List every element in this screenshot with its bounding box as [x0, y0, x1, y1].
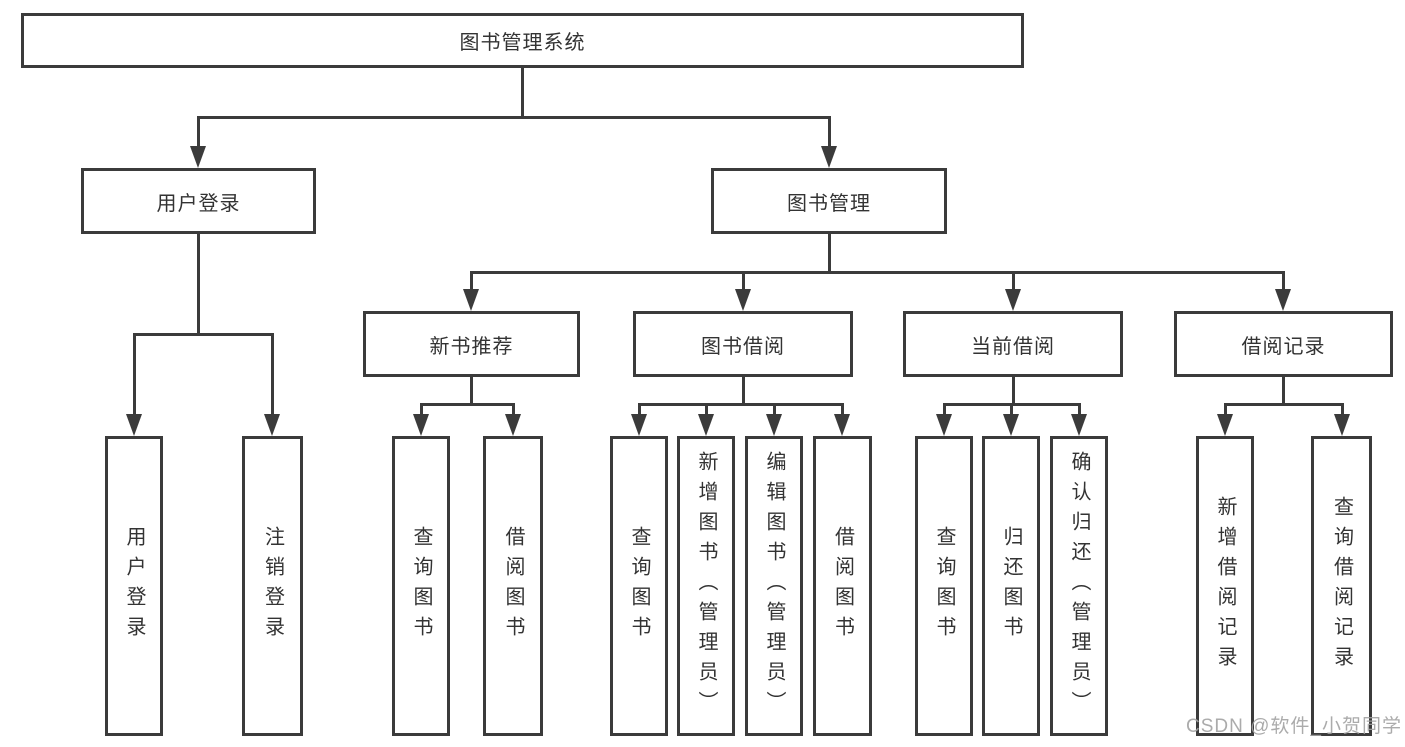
node-book-borrow: 图书借阅	[633, 311, 853, 377]
connector-line	[132, 333, 274, 336]
node-book-management: 图书管理	[711, 168, 947, 234]
leaf-query-book-current: 查询图书	[915, 436, 973, 736]
arrowhead	[1071, 414, 1087, 436]
arrowhead	[505, 414, 521, 436]
connector-line	[704, 403, 708, 418]
connector-line	[1223, 403, 1227, 418]
arrowhead	[834, 414, 850, 436]
connector-line	[741, 377, 745, 406]
leaf-edit-book-admin: 编辑图书（管理员）	[745, 436, 803, 736]
arrowhead	[1217, 414, 1233, 436]
connector-line	[419, 403, 515, 406]
leaf-logout-login: 注销登录	[242, 436, 303, 736]
arrowhead	[1003, 414, 1019, 436]
leaf-borrow-book-newbook: 借阅图书	[483, 436, 543, 736]
node-user-login: 用户登录	[81, 168, 316, 234]
leaf-return-book: 归还图书	[982, 436, 1040, 736]
connector-line	[196, 234, 200, 336]
connector-line	[1011, 271, 1015, 291]
connector-line	[637, 403, 641, 418]
leaf-user-login: 用户登录	[105, 436, 163, 736]
connector-line	[469, 271, 1285, 274]
connector-line	[469, 377, 473, 406]
connector-line	[1009, 403, 1013, 418]
leaf-add-book-admin: 新增图书（管理员）	[677, 436, 735, 736]
arrowhead	[766, 414, 782, 436]
arrowhead	[264, 414, 280, 436]
leaf-query-book-newbook: 查询图书	[392, 436, 450, 736]
connector-line	[827, 116, 831, 148]
connector-line	[1077, 403, 1081, 418]
arrowhead	[1334, 414, 1350, 436]
connector-line	[637, 403, 844, 406]
arrowhead	[821, 146, 837, 168]
connector-line	[827, 234, 831, 274]
node-root-library-system: 图书管理系统	[21, 13, 1024, 68]
arrowhead	[631, 414, 647, 436]
leaf-query-borrow-record: 查询借阅记录	[1311, 436, 1372, 736]
arrowhead	[126, 414, 142, 436]
connector-line	[1223, 403, 1344, 406]
arrowhead	[190, 146, 206, 168]
arrowhead	[1275, 289, 1291, 311]
connector-line	[270, 333, 274, 418]
arrowhead	[735, 289, 751, 311]
leaf-borrow-book-borrow: 借阅图书	[813, 436, 872, 736]
connector-line	[132, 333, 136, 418]
connector-line	[520, 68, 524, 119]
leaf-add-borrow-record: 新增借阅记录	[1196, 436, 1254, 736]
node-borrow-record: 借阅记录	[1174, 311, 1393, 377]
connector-line	[942, 403, 946, 418]
arrowhead	[698, 414, 714, 436]
leaf-query-book-borrow: 查询图书	[610, 436, 668, 736]
connector-line	[1011, 377, 1015, 406]
connector-line	[1340, 403, 1344, 418]
arrowhead	[413, 414, 429, 436]
node-current-borrow: 当前借阅	[903, 311, 1123, 377]
arrowhead	[1005, 289, 1021, 311]
connector-line	[419, 403, 423, 418]
connector-line	[1281, 271, 1285, 291]
connector-line	[1281, 377, 1285, 406]
arrowhead	[463, 289, 479, 311]
watermark: CSDN @软件_小贺同学	[1186, 716, 1402, 737]
connector-line	[772, 403, 776, 418]
connector-line	[511, 403, 515, 418]
node-new-book-recommend: 新书推荐	[363, 311, 580, 377]
connector-line	[741, 271, 745, 291]
connector-line	[196, 116, 831, 119]
leaf-confirm-return-admin: 确认归还（管理员）	[1050, 436, 1108, 736]
arrowhead	[936, 414, 952, 436]
connector-line	[469, 271, 473, 291]
connector-line	[840, 403, 844, 418]
connector-line	[196, 116, 200, 148]
